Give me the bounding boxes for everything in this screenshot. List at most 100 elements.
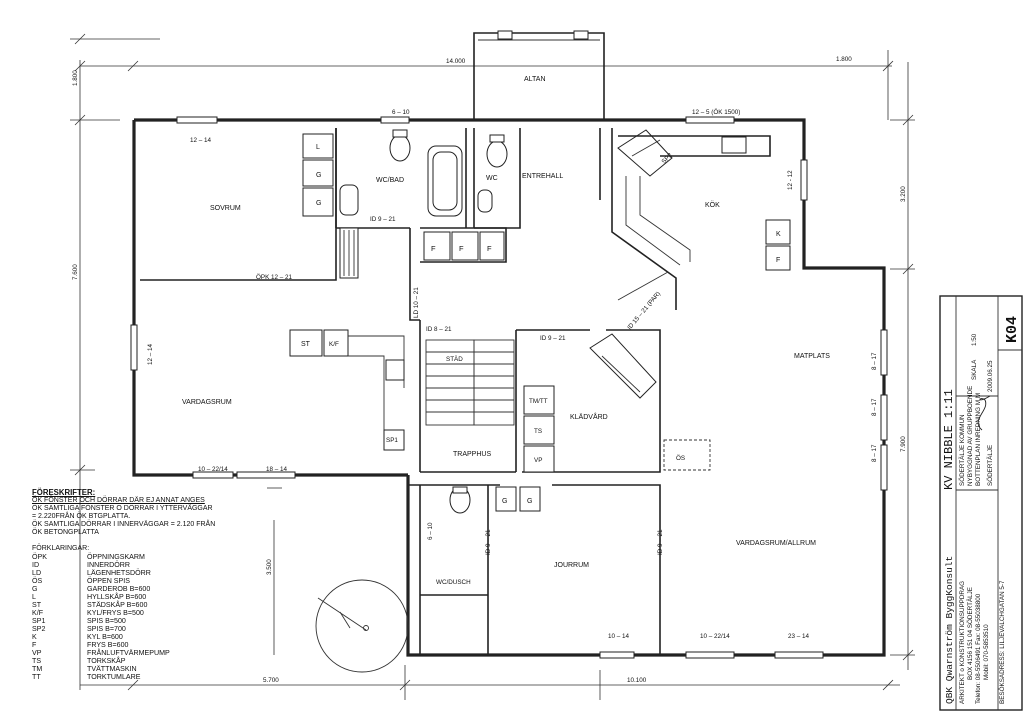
- tb-project: KV NIBBLE 1:11: [942, 389, 956, 490]
- opening-12-12: 12 - 12: [787, 170, 794, 190]
- legend-key: SP2: [32, 625, 46, 633]
- legend-item: TS TORKSKÅP: [32, 657, 272, 665]
- legend-value: TORKSKÅP: [87, 657, 126, 665]
- legend-key: VP: [32, 649, 42, 657]
- dim-1800-top: 1.800: [836, 56, 852, 63]
- stair: [425, 339, 515, 426]
- tb-phone: Telefon: 08-5506491 Fax: 08-55038800: [975, 593, 982, 704]
- tb-scale-label: SKALA: [971, 359, 978, 380]
- tb-signature: [977, 395, 991, 431]
- fixture-os: ÖS: [676, 454, 685, 462]
- opening-10-22-14-b: 10 – 22/14: [700, 633, 730, 640]
- opening-12-5-ok: 12 – 5 (ÖK 1500): [692, 108, 740, 116]
- legend-item: F FRYS B=600: [32, 641, 272, 649]
- notes-line1: ÖK FÖNSTER OCH DÖRRAR DÄR EJ ANNAT ANGES: [32, 497, 205, 504]
- kladvard-fixtures: [523, 333, 711, 473]
- room-entrehall: ENTREHALL: [522, 173, 563, 180]
- dim-3500: 3.500: [266, 559, 273, 575]
- tb-city: SÖDERTÄLJE: [986, 445, 994, 486]
- legend-value: SPIS B=700: [87, 625, 126, 633]
- legend-key: LD: [32, 569, 42, 577]
- opening-6-10-bot: 6 – 10: [427, 522, 434, 540]
- interior-walls: [140, 128, 677, 655]
- wardrobe-f3: F: [487, 244, 492, 253]
- opening-id-9-21-c: ID 9 – 21: [485, 529, 492, 555]
- opening-8-17-b: 8 – 17: [871, 398, 878, 416]
- opening-6-10-top: 6 – 10: [392, 109, 410, 116]
- tb-drawing-no: K04: [1004, 316, 1021, 343]
- legend-value: FRYS B=600: [87, 641, 129, 649]
- tb-date: 2009.06.25: [987, 360, 994, 392]
- room-wcbad: WC/BAD: [376, 177, 404, 184]
- dimension-lines: [70, 33, 915, 700]
- altan-deck: [473, 30, 605, 120]
- opening-8-17-a: 8 – 17: [871, 352, 878, 370]
- tb-firm2: BOX 4156 151 04 SÖDERTÄLJE: [966, 587, 974, 680]
- opening-8-17-c: 8 – 17: [871, 444, 878, 462]
- legend-value: FRÅNLUFTVÄRMEPUMP: [87, 649, 170, 657]
- fixture-g-jour-2: G: [527, 498, 532, 505]
- opening-id-9-21-b: ID 9 – 21: [540, 335, 566, 342]
- fixture-tmtt: TM/TT: [529, 398, 548, 405]
- legend-value: GARDEROB B=600: [87, 585, 151, 593]
- wardrobe-f2: F: [459, 244, 464, 253]
- fixture-g-sovrum-2: G: [316, 200, 321, 207]
- tb-company: QBK Qwarnström ByggKonsult: [944, 556, 955, 704]
- room-wc: WC: [486, 175, 498, 182]
- opening-id-9-21-d: ID 9 – 21: [657, 529, 664, 555]
- room-wcdusch: WC/DUSCH: [436, 579, 471, 586]
- sovrum-closets: [302, 133, 359, 279]
- wc-fixtures: [477, 134, 508, 213]
- legend-value: HYLLSKÅP B=600: [87, 593, 147, 601]
- fixture-g-jour-1: G: [502, 498, 507, 505]
- opening-12-14-top: 12 – 14: [190, 137, 212, 144]
- dim-10100: 10.100: [627, 677, 647, 684]
- tb-address: BESÖKSADRESS: LILJEVALCHGATAN 5-7: [998, 580, 1006, 704]
- opening-id-15-21: ID 15 – 21 (PAR): [626, 290, 662, 331]
- legend-value: TVÄTTMASKIN: [87, 665, 137, 673]
- room-altan: ALTAN: [524, 76, 546, 83]
- legend-panel: FÖRESKRIFTER: ÖK FÖNSTER OCH DÖRRAR DÄR …: [32, 488, 272, 682]
- legend-value: KYL/FRYS B=500: [87, 609, 144, 617]
- legend-value: SPIS B=500: [87, 617, 126, 625]
- fixture-kf: K/F: [329, 341, 339, 348]
- room-kladvard: KLÄDVÅRD: [570, 412, 608, 421]
- legend-key: TT: [32, 673, 41, 681]
- legend-item: SP1 SPIS B=500: [32, 617, 272, 625]
- tb-desc2: BOTTENPLAN INREDNING M.M: [975, 393, 982, 486]
- legend-key: K: [32, 633, 37, 641]
- dim-1800-left: 1.800: [72, 70, 79, 86]
- opening-10-22-14-a: 10 – 22/14: [198, 466, 228, 473]
- opening-id-9-21-a: ID 9 – 21: [370, 216, 396, 223]
- legend-key: F: [32, 641, 37, 649]
- title-block: [939, 295, 1023, 711]
- room-vardagsrum-allrum: VARDAGSRUM/ALLRUM: [736, 540, 816, 547]
- room-trapphus: TRAPPHUS: [453, 451, 491, 458]
- room-sovrum: SOVRUM: [210, 205, 241, 212]
- notes-heading: FÖRESKRIFTER:: [32, 488, 96, 497]
- tb-scale: 1:50: [971, 333, 978, 346]
- legend-key: ÖPK: [32, 553, 47, 561]
- tb-desc1: NYBYGGNAD AV GRUPPBOENDE: [967, 386, 974, 486]
- legend-key: TS: [32, 657, 42, 665]
- fixture-sp1: SP1: [386, 437, 398, 444]
- legend-key: SP1: [32, 617, 46, 625]
- legend-item: TM TVÄTTMASKIN: [32, 665, 272, 673]
- opening-18-14: 18 – 14: [266, 466, 288, 473]
- tb-mobile: Mobil: 070-5853510: [983, 624, 990, 680]
- legend-key: TM: [32, 665, 43, 673]
- legend-value: STÄDSKÅP B=600: [87, 601, 148, 609]
- legend-heading: FÖRKLARINGAR:: [32, 545, 90, 552]
- room-jourrum: JOURRUM: [554, 562, 589, 569]
- vardagsrum-fixtures: [289, 329, 405, 451]
- opening-10-14: 10 – 14: [608, 633, 630, 640]
- fixture-f: F: [776, 257, 780, 264]
